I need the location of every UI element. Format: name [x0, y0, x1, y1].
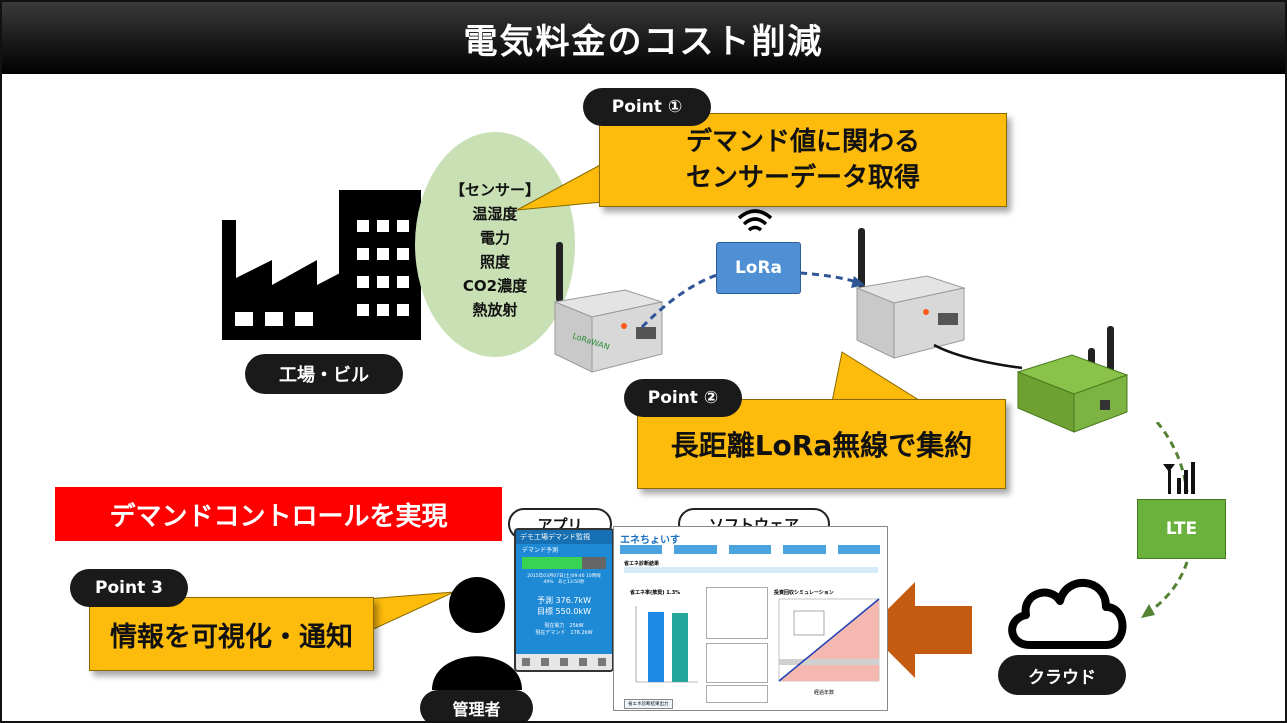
point1-line2: センサーデータ取得 — [685, 163, 920, 193]
lte-box: LTE — [1137, 499, 1226, 559]
lte-router-device — [933, 326, 1129, 433]
software-sim-title: 投資回収シミュレーション — [774, 590, 834, 596]
point1-line1: デマンド値に関わる — [685, 127, 920, 157]
wifi-icon — [737, 209, 773, 232]
export-button[interactable]: 省エネ診断結果出力 — [624, 699, 673, 709]
sensor-item: 照度 — [479, 253, 510, 271]
lora-link-arrows — [640, 271, 865, 329]
sensor-bubble — [415, 132, 575, 357]
antenna-tower-icon — [1163, 462, 1195, 494]
lora-box: LoRa — [716, 242, 801, 294]
app-date-line: 2015年03月07日(土)09:46 10時限 — [527, 574, 601, 579]
point2-badge: Point ② — [624, 379, 742, 417]
app-header: デモ工場デマンド監視 — [516, 530, 612, 544]
point1-badge: Point ① — [583, 88, 711, 126]
callout-pointer — [831, 351, 924, 403]
app-forecast: 予測 376.7kW — [537, 596, 591, 605]
point2-callout: 長距離LoRa無線で集約 — [637, 399, 1006, 489]
sensor-item: 電力 — [479, 229, 510, 247]
factory-label: 工場・ビル — [245, 354, 403, 394]
cloud-icon — [1008, 579, 1127, 649]
software-panel — [706, 685, 768, 703]
software-bar-chart — [635, 606, 698, 683]
person-icon — [432, 577, 522, 690]
lora-gateway-device-right — [855, 228, 966, 359]
data-flow-arrow — [867, 582, 972, 678]
software-section-title: 省エネ診断結果 — [624, 561, 660, 567]
sensor-item: 温湿度 — [472, 205, 518, 223]
demand-bar — [522, 557, 606, 569]
software-rate: 省エネ率(推奨) 1.3% — [630, 590, 681, 596]
demand-control-banner: デマンドコントロールを実現 — [55, 487, 502, 541]
software-screenshot: エネちょいす 省エネ診断結果 省エネ率(推奨) 1.3% 投資回収シミュレーショ… — [613, 526, 888, 711]
software-panel — [706, 643, 768, 683]
admin-label: 管理者 — [420, 690, 533, 721]
point1-callout: デマンド値に関わる センサーデータ取得 — [599, 113, 1007, 207]
lora-gateway-device-left: LoRaWAN — [553, 242, 664, 373]
software-panel — [706, 587, 768, 639]
sensor-item: CO2濃度 — [462, 277, 528, 295]
app-target: 目標 550.0kW — [537, 607, 591, 616]
factory-building-icon — [222, 190, 421, 340]
point3-callout: 情報を可視化・通知 — [89, 597, 374, 671]
software-line-chart — [778, 598, 880, 682]
app-current-power: 現在電力 25kW — [544, 623, 584, 629]
lte-link-arrow — [1141, 422, 1189, 618]
software-logo: エネちょいす — [620, 535, 680, 546]
app-subheader: デマンド予測 — [522, 547, 559, 554]
page-title: 電気料金のコスト削減 — [2, 2, 1285, 74]
app-tab-bar — [516, 654, 612, 670]
sensor-item: 熱放射 — [472, 301, 518, 319]
app-screenshot: デモ工場デマンド監視 デマンド予測 2015年03月07日(土)09:46 10… — [514, 528, 614, 672]
app-current-demand: 現在デマンド 176.2kW — [535, 630, 593, 636]
callout-pointer — [516, 163, 603, 211]
cloud-label: クラウド — [998, 655, 1126, 695]
sensor-list: 【センサー】 温湿度 電力 照度 CO2濃度 熱放射 — [415, 178, 575, 322]
software-xlabel: 経過年数 — [814, 690, 835, 696]
app-sub-line: 49% あと13:50秒 — [543, 580, 585, 585]
software-nav — [620, 545, 881, 554]
sensor-header: 【センサー】 — [449, 181, 540, 199]
software-tabs — [624, 567, 878, 573]
point3-badge: Point 3 — [70, 569, 188, 607]
